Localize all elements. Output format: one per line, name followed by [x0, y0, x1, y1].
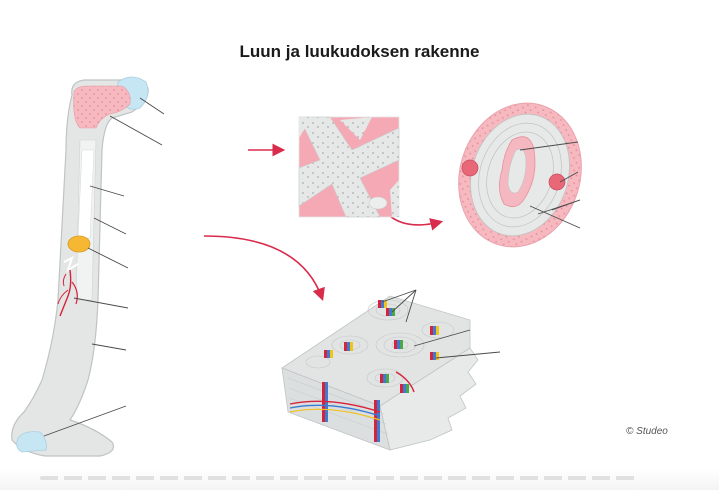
- copyright-credit: © Studeo: [626, 426, 668, 437]
- spongy-bone-top: [73, 85, 131, 129]
- compact-block-side-face: [379, 347, 479, 451]
- osteon-detail: [458, 102, 582, 248]
- arrow-to-compact-detail: [203, 235, 325, 302]
- footer-blurred-text: [40, 476, 640, 480]
- blood-vessels: [57, 256, 79, 317]
- bone-marrow-yellow: [67, 235, 91, 253]
- volkmann-canals: [289, 371, 415, 442]
- spongy-bone-detail: [298, 116, 400, 218]
- compact-bone-block: [281, 289, 501, 451]
- articular-cartilage-bottom: [16, 431, 47, 453]
- long-bone: [11, 76, 165, 457]
- compact-leader-lines: [381, 289, 501, 359]
- bone-leader-lines: [43, 97, 165, 437]
- footer-strip: [0, 468, 719, 490]
- haversian-canals: [324, 300, 439, 393]
- medullary-cavity: [77, 149, 95, 239]
- page-title: Luun ja luukudoksen rakenne: [239, 42, 480, 61]
